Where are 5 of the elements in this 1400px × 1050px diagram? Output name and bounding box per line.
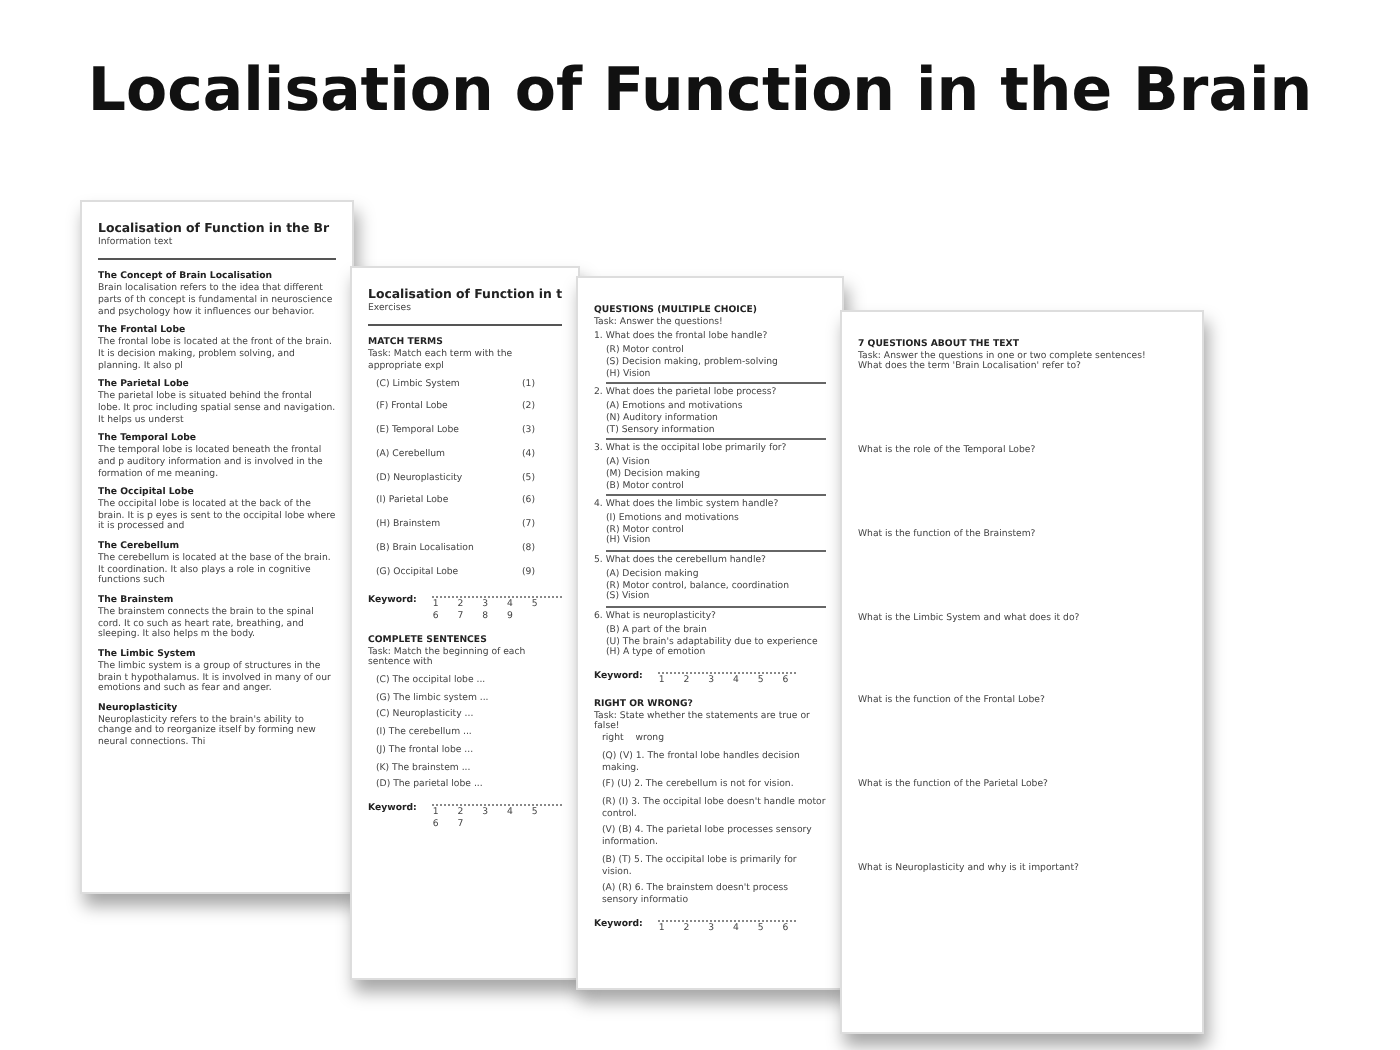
worksheet-page: [576, 276, 844, 990]
worksheet-page: [80, 200, 354, 894]
main-title: Localisation of Function in the Brain: [85, 56, 1315, 126]
worksheet-page: [840, 310, 1204, 1034]
worksheet-page: [350, 266, 580, 980]
